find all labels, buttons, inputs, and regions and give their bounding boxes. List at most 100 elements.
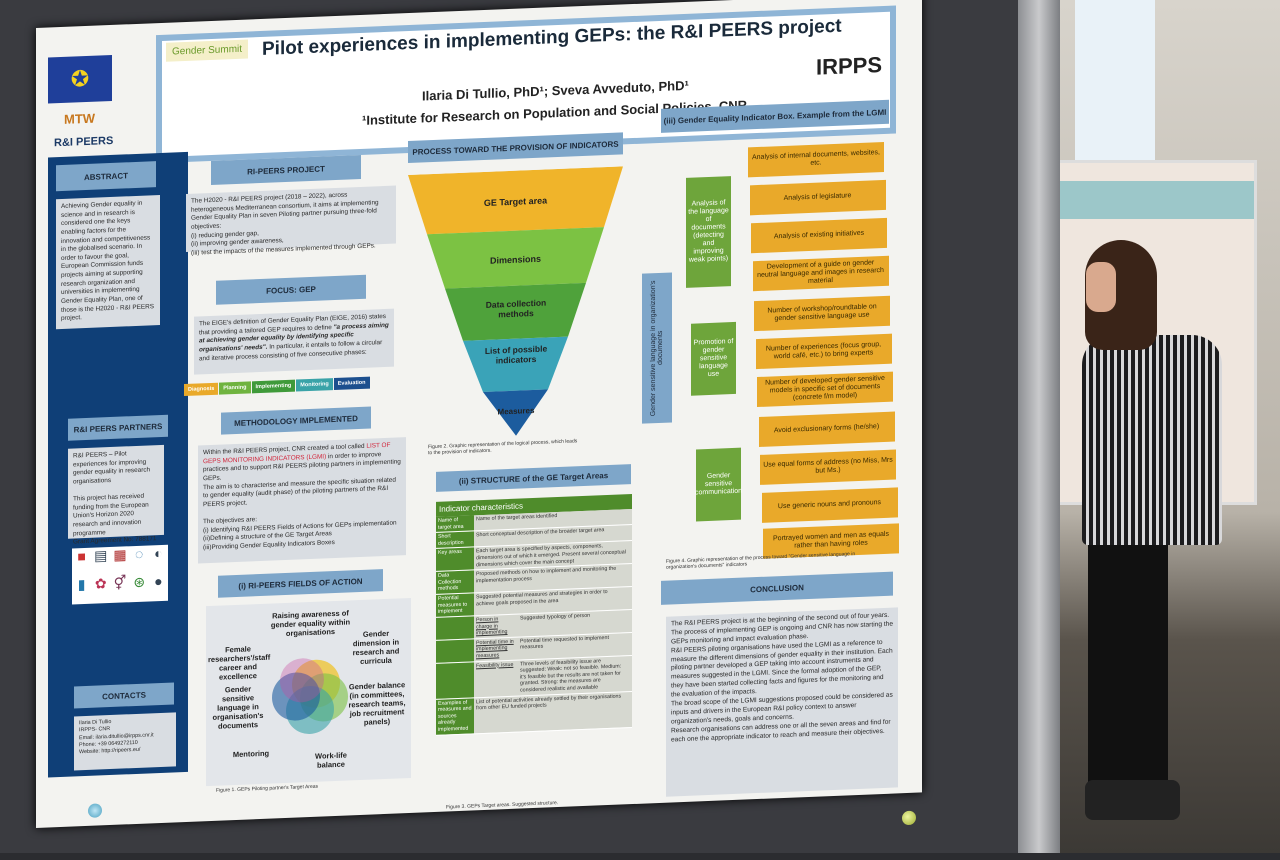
indicator-group: Promotion of gender sensitive language u… bbox=[691, 321, 736, 396]
figure2-caption: Figure 2. Graphic representation of the … bbox=[428, 438, 578, 457]
fields-diagram: Raising awareness of gender equality wit… bbox=[206, 597, 411, 787]
row-key: Short description bbox=[436, 531, 474, 549]
authors: Ilaria Di Tullio, PhD¹; Sveva Avveduto, … bbox=[422, 77, 689, 104]
row-value-cell: List of potential activities already set… bbox=[474, 691, 632, 734]
funnel-label: List of possible indicators bbox=[484, 343, 548, 366]
mtw-logo: MTW bbox=[64, 110, 96, 127]
methodology-aim: The aim is to characterise and measure t… bbox=[203, 476, 396, 509]
field-language: Gender sensitive language in organisatio… bbox=[212, 684, 264, 731]
partner-logo-icon: ● bbox=[154, 572, 163, 590]
partners-desc: R&I PEERS – Pilot experiences for improv… bbox=[73, 450, 151, 486]
field-career: Female researchers'/staff career and exc… bbox=[208, 644, 271, 682]
indicator-item: Analysis of existing initiatives bbox=[751, 217, 887, 254]
row-subkey: Feasibility issue bbox=[476, 661, 514, 669]
indicator-item: Number of workshop/roundtable on gender … bbox=[754, 295, 890, 332]
field-gender-dimension: Gender dimension in research and curricu… bbox=[352, 628, 400, 666]
indicator-item: Use generic nouns and pronouns bbox=[761, 487, 898, 523]
methodology-header: METHODOLOGY IMPLEMENTED bbox=[221, 406, 371, 435]
phase-diagnosis: Diagnosis bbox=[184, 382, 219, 397]
table-row: Examples of measures and sources already… bbox=[436, 691, 632, 736]
row-value: Suggested typology of person bbox=[520, 612, 591, 622]
row-key: Examples of measures and sources already… bbox=[436, 697, 474, 736]
indicator-item: Analysis of internal documents, websites… bbox=[748, 141, 884, 178]
row-key: Data Collection methods bbox=[436, 570, 474, 595]
partner-logo-icon: ✿ bbox=[94, 575, 107, 592]
poster-title: Pilot experiences in implementing GEPs: … bbox=[262, 15, 842, 60]
indicator-item: Analysis of legislature bbox=[749, 179, 886, 216]
row-value: Name of the target areas identified bbox=[476, 513, 558, 523]
indicator-group: Gender sensitive communication bbox=[695, 447, 742, 522]
indicator-item: Use equal forms of address (no Miss, Mrs… bbox=[760, 449, 896, 485]
partner-logo-icon: ◐ bbox=[154, 544, 163, 562]
partner-logo-icon: ⊛ bbox=[133, 573, 146, 591]
partners-text: R&I PEERS – Pilot experiences for improv… bbox=[68, 444, 164, 546]
irpps-logo: IRPPS bbox=[815, 52, 882, 80]
row-value: List of potential activities already set… bbox=[476, 693, 622, 712]
abstract-header: ABSTRACT bbox=[56, 161, 156, 192]
figure4-caption: Figure 4. Graphic representation of the … bbox=[666, 551, 856, 571]
venn-circles-icon bbox=[272, 658, 348, 735]
fields-header: (i) RI-PEERS FIELDS OF ACTION bbox=[218, 569, 383, 598]
person-shoes bbox=[1085, 780, 1180, 820]
board-frame-post bbox=[1018, 0, 1060, 853]
left-column: ABSTRACT Achieving Gender equality in sc… bbox=[48, 151, 188, 778]
field-awareness: Raising awareness of gender equality wit… bbox=[270, 608, 351, 638]
indicator-item: Number of experiences (focus group, worl… bbox=[755, 333, 892, 370]
funnel-label: Data collection methods bbox=[485, 297, 547, 320]
methodology-text: Within the R&I PEERS project, CNR create… bbox=[198, 437, 406, 564]
process-funnel bbox=[408, 166, 623, 436]
project-logo-text: R&I PEERS bbox=[54, 134, 114, 150]
structure-header: (ii) STRUCTURE of the GE Target Areas bbox=[436, 464, 631, 492]
phase-evaluation: Evaluation bbox=[333, 376, 370, 391]
project-header: RI-PEERS PROJECT bbox=[211, 154, 361, 185]
row-value: Potential time requested to implement me… bbox=[520, 634, 609, 651]
row-key: Potential measures to implement bbox=[436, 593, 474, 618]
row-subkey: Potential time in implementing measures bbox=[476, 638, 514, 660]
focus-text: The EIGE's definition of Gender Equality… bbox=[194, 308, 394, 375]
funnel-level-dimensions bbox=[427, 227, 604, 289]
person-face bbox=[1086, 262, 1116, 312]
row-subkey: Person in charge in implementing bbox=[476, 616, 508, 637]
eu-flag-icon: ✪ bbox=[48, 54, 112, 104]
partners-funding: This project has received funding from t… bbox=[73, 492, 149, 538]
row-key bbox=[436, 638, 474, 664]
partner-logo-icon: ▦ bbox=[113, 546, 127, 563]
window bbox=[1075, 0, 1155, 160]
partner-logo-icon: ◌ bbox=[135, 545, 144, 563]
field-gender-balance: Gender balance (in committees, research … bbox=[348, 680, 406, 727]
abstract-text: Achieving Gender equality in science and… bbox=[56, 195, 160, 330]
indicator-table: Indicator characteristics Name of target… bbox=[436, 494, 632, 736]
focus-header: FOCUS: GEP bbox=[216, 274, 366, 305]
field-work-life: Work-life balance bbox=[315, 750, 347, 770]
row-key bbox=[436, 661, 474, 700]
push-pin-icon bbox=[88, 803, 102, 818]
funnel-level-target-area bbox=[408, 166, 623, 235]
gender-summit-logo: Gender Summit bbox=[166, 39, 249, 62]
row-value: Proposed methods on how to implement and… bbox=[476, 565, 617, 585]
person-legs bbox=[1088, 530, 1168, 800]
phase-monitoring: Monitoring bbox=[296, 378, 333, 392]
project-text: The H2020 - R&I PEERS project (2018 – 20… bbox=[186, 185, 396, 257]
contacts-box: Ilaria Di Tullio IRPPS- CNR Email: ilari… bbox=[74, 712, 176, 771]
funnel-level-indicators bbox=[463, 336, 568, 393]
partner-logo-icon: ⚥ bbox=[113, 574, 127, 591]
conclusion-para: R&I PEERS piloting organisations have us… bbox=[671, 638, 893, 699]
phase-planning: Planning bbox=[219, 381, 251, 395]
phase-implementing: Implementing bbox=[251, 379, 296, 394]
figure1-caption: Figure 1. GEPs Piloting partner's Target… bbox=[216, 783, 319, 794]
row-value: Three levels of feasibility issue are su… bbox=[520, 657, 622, 694]
indicator-group: Analysis of the language of documents (d… bbox=[686, 176, 731, 288]
partner-logo-icon: ■ bbox=[77, 547, 86, 565]
partners-header: R&I PEERS PARTNERS bbox=[68, 414, 168, 441]
partner-logo-icon: ▮ bbox=[77, 576, 86, 593]
indicator-item: Development of a guide on gender neutral… bbox=[752, 255, 889, 292]
poster: ✪ MTW R&I PEERS Gender Summit Pilot expe… bbox=[36, 0, 922, 829]
conclusion-header: CONCLUSION bbox=[661, 571, 893, 605]
indicator-side-label: Gender sensitive language in organizatio… bbox=[642, 272, 672, 424]
contacts-header: CONTACTS bbox=[74, 682, 174, 709]
row-key: Key areas bbox=[436, 547, 474, 572]
row-key bbox=[436, 615, 474, 641]
person-striped-shirt bbox=[1082, 335, 1222, 545]
row-value: Suggested potential measures and strateg… bbox=[476, 589, 608, 608]
